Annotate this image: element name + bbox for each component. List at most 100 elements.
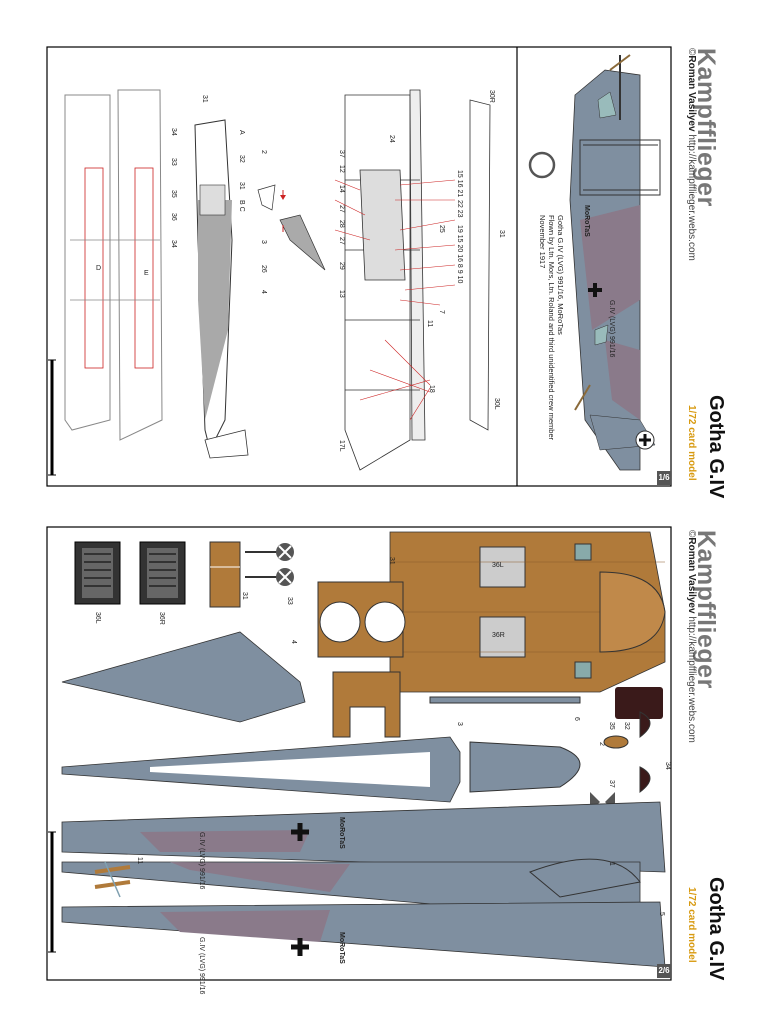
svg-text:35: 35 xyxy=(170,190,177,198)
svg-text:37: 37 xyxy=(338,150,345,158)
part-6 xyxy=(429,696,581,704)
svg-text:31: 31 xyxy=(241,592,248,600)
svg-text:25: 25 xyxy=(438,225,445,233)
part-4 xyxy=(61,631,306,723)
sheet-1-frame xyxy=(46,46,672,487)
caption-line-2: Flown by Ltn. Mors, Ltn. Roland and thir… xyxy=(547,215,556,441)
svg-text:4: 4 xyxy=(260,290,267,294)
scale-bar-2 xyxy=(48,831,56,953)
svg-text:3: 3 xyxy=(456,722,463,726)
part-u xyxy=(332,671,401,738)
scale-bar-1 xyxy=(48,359,56,476)
part-32 xyxy=(603,735,629,749)
assembly-leader-lines xyxy=(334,179,456,421)
svg-text:34: 34 xyxy=(170,240,177,248)
svg-text:1: 1 xyxy=(608,862,615,866)
svg-text:7: 7 xyxy=(438,310,445,314)
sheet-2-frame xyxy=(46,526,672,981)
fuselage-diagram xyxy=(194,119,249,459)
svg-text:33: 33 xyxy=(170,158,177,166)
part-35 xyxy=(615,687,663,719)
caption-line-1: Gotha G.IV (LVG) 991/16, MoRoTas xyxy=(556,215,565,335)
strut-30 xyxy=(469,99,491,431)
sheet-1-drawing: D E 31 34 33 35 36 34 32 31 B C A 2 3 26… xyxy=(46,46,672,487)
svg-text:32: 32 xyxy=(238,155,245,163)
part-33 xyxy=(245,543,294,586)
wing-assembly-diagram xyxy=(344,89,426,471)
svg-text:31: 31 xyxy=(238,182,245,190)
svg-text:28: 28 xyxy=(338,220,345,228)
svg-text:30R: 30R xyxy=(488,90,495,103)
caption-line-3: November 1917 xyxy=(538,215,547,269)
fuselage-side-panels xyxy=(61,801,666,968)
sheet-1: D E 31 34 33 35 36 34 32 31 B C A 2 3 26… xyxy=(46,46,727,499)
aircraft-caption: Gotha G.IV (LVG) 991/16, MoRoTas Flown b… xyxy=(538,215,565,440)
svg-text:32: 32 xyxy=(623,722,630,730)
svg-text:11: 11 xyxy=(426,320,433,327)
nose-art-2: MoRoTaS xyxy=(338,817,345,849)
aircraft-side-view xyxy=(528,54,661,471)
svg-text:24: 24 xyxy=(388,135,395,143)
wing-red-guides xyxy=(70,167,160,369)
svg-text:2: 2 xyxy=(260,150,267,154)
nose-art-1: MoRoTaS xyxy=(583,205,590,237)
svg-text:36L: 36L xyxy=(94,612,101,624)
page-badge-1: 1/6 xyxy=(657,471,671,485)
svg-text:36R: 36R xyxy=(158,612,165,625)
svg-text:31: 31 xyxy=(388,557,395,565)
svg-text:A: A xyxy=(238,130,245,135)
part-31 xyxy=(209,541,241,608)
svg-text:2: 2 xyxy=(598,742,605,746)
svg-text:34: 34 xyxy=(664,762,671,770)
svg-text:27: 27 xyxy=(338,237,345,245)
svg-text:4: 4 xyxy=(290,640,297,644)
svg-text:33: 33 xyxy=(286,597,293,605)
svg-text:6: 6 xyxy=(573,717,580,721)
svg-text:5: 5 xyxy=(658,912,665,916)
serial-1: G.IV (LVG) 991/16 xyxy=(608,300,615,358)
svg-text:17L: 17L xyxy=(338,440,345,452)
svg-text:B C: B C xyxy=(238,200,245,212)
svg-text:E: E xyxy=(144,270,149,277)
part-2 xyxy=(469,741,581,793)
engine-parts xyxy=(74,541,186,605)
svg-text:13: 13 xyxy=(338,290,345,298)
model-title-2: Gotha G.IV xyxy=(705,877,727,981)
website-link-1[interactable]: http://kampfflieger.webs.com xyxy=(686,134,697,261)
svg-text:30L: 30L xyxy=(493,398,500,410)
svg-text:31: 31 xyxy=(201,95,208,103)
sheet-2: 36L 36R 31 33 36L 36R xyxy=(0,512,768,1024)
website-link-2[interactable]: http://kampfflieger.webs.com xyxy=(686,616,697,743)
svg-text:D: D xyxy=(96,265,101,272)
svg-text:34: 34 xyxy=(170,128,177,136)
scale-label-1: 1/72 card model xyxy=(686,405,697,481)
author-name-1: Roman Vasilyev xyxy=(686,55,697,132)
label-36R: 36R xyxy=(492,632,505,639)
svg-text:14: 14 xyxy=(338,185,345,193)
part-31-frame xyxy=(317,581,406,658)
svg-text:19 15 20 16 8 9 10: 19 15 20 16 8 9 10 xyxy=(456,225,463,283)
svg-text:27: 27 xyxy=(338,205,345,213)
svg-text:36: 36 xyxy=(170,213,177,221)
label-36L: 36L xyxy=(492,562,504,569)
svg-text:31: 31 xyxy=(498,230,505,238)
svg-text:22 23: 22 23 xyxy=(456,200,463,218)
sheet-2-drawing: 36L 36R 31 33 36L 36R xyxy=(46,526,672,995)
wing-templates xyxy=(64,89,163,441)
svg-text:29: 29 xyxy=(338,262,345,270)
svg-text:37: 37 xyxy=(608,780,615,788)
svg-text:3: 3 xyxy=(260,240,267,244)
svg-text:26: 26 xyxy=(260,265,267,273)
author-2: ©Roman Vasilyev http://kampfflieger.webs… xyxy=(686,530,697,743)
serial-3: G.IV (LVG) 991/16 xyxy=(198,937,205,995)
fuselage-top-brown xyxy=(389,531,666,693)
author-name-2: Roman Vasilyev xyxy=(686,537,697,614)
nose-art-3: MoRoTaS xyxy=(338,932,345,964)
model-title-1: Gotha G.IV xyxy=(705,395,727,499)
author-1: ©Roman Vasilyev http://kampfflieger.webs… xyxy=(686,48,697,261)
svg-text:35: 35 xyxy=(608,722,615,730)
svg-text:15 16 21: 15 16 21 xyxy=(456,170,463,197)
scale-label-2: 1/72 card model xyxy=(686,887,697,963)
page-badge-2: 2/6 xyxy=(657,964,671,978)
svg-text:12: 12 xyxy=(338,165,345,173)
